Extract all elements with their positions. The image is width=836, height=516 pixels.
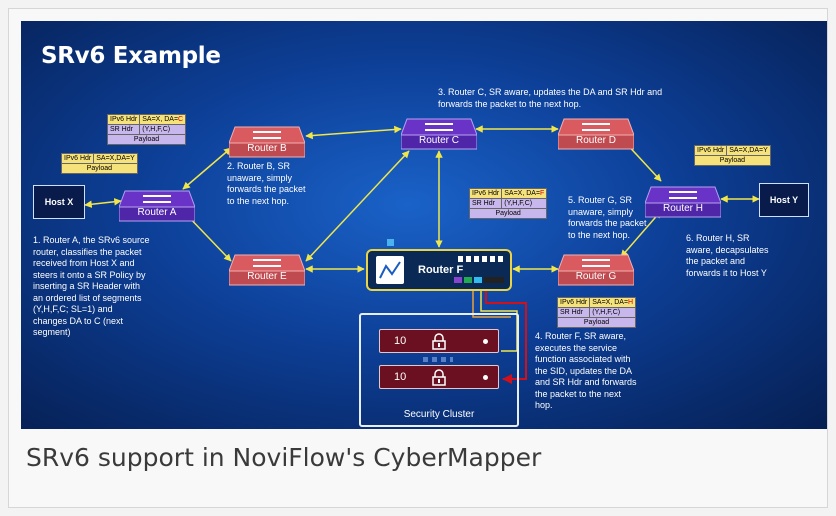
ipv6-label: IPv6 Hdr [693, 145, 728, 156]
router-a-icon [118, 190, 196, 222]
router-f: Router F [366, 249, 512, 291]
packet-header-plain-h: IPv6 Hdr SA=X,DA=Y Payload [693, 145, 771, 166]
router-a-label: Router A [137, 207, 177, 218]
router-g-icon [557, 254, 635, 286]
sr-value: (Y,H,F,C) [589, 307, 637, 318]
sr-label: SR Hdr [468, 198, 503, 209]
router-d-icon [557, 118, 635, 150]
payload: Payload [694, 155, 771, 166]
router-g: Router G [557, 249, 635, 289]
ipv6-label: IPv6 Hdr [106, 114, 141, 125]
security-cluster-label: Security Cluster [403, 409, 475, 420]
packet-header-to-c: IPv6 Hdr SA=X, DA=C SR Hdr (Y,H,F,C) Pay… [106, 114, 187, 145]
packet-header-to-f: IPv6 Hdr SA=X, DA=F SR Hdr (Y,H,F,C) Pay… [468, 188, 548, 219]
figure-caption: SRv6 support in NoviFlow's CyberMapper [26, 443, 542, 472]
router-h: Router H [644, 181, 722, 221]
link-b-c [305, 125, 402, 140]
router-b-icon [228, 126, 306, 158]
host-x: Host X [33, 185, 85, 219]
router-c: Router C [400, 113, 478, 153]
note-step-4: 4. Router F, SR aware,executes the servi… [535, 331, 637, 410]
sr-value: (Y,H,F,C) [139, 124, 187, 135]
ipv6-value: SA=X, DA=C [139, 114, 187, 125]
server-1-led-icon [483, 339, 488, 344]
ipv6-value: SA=X,DA=Y [93, 153, 138, 164]
sr-value: (Y,H,F,C) [501, 198, 548, 209]
payload: Payload [556, 317, 637, 328]
ipv6-label: IPv6 Hdr [556, 297, 591, 308]
sr-label: SR Hdr [556, 307, 591, 318]
ipv6-value: SA=X,DA=Y [726, 145, 771, 156]
payload: Payload [106, 134, 187, 145]
server-2-number: 10 [394, 371, 407, 383]
router-b: Router B [228, 121, 306, 161]
link-x-a [84, 198, 122, 208]
noviflow-logo-icon [376, 256, 404, 284]
router-e: Router E [228, 249, 306, 289]
router-c-label: Router C [418, 135, 459, 146]
server-2-led-icon [483, 375, 488, 380]
packet-header-to-h: IPv6 Hdr SA=X, DA=H SR Hdr (Y,H,F,C) Pay… [556, 297, 637, 328]
slide-title: SRv6 Example [41, 43, 221, 69]
router-h-label: Router H [662, 203, 703, 214]
ipv6-value: SA=X, DA=H [589, 297, 637, 308]
port-leds-bottom [454, 277, 504, 283]
router-b-label: Router B [247, 143, 287, 154]
router-e-label: Router E [247, 271, 287, 282]
lock-icon [432, 333, 446, 350]
host-y: Host Y [759, 183, 809, 217]
security-server-1: 10 [379, 329, 499, 353]
link-f-cluster-1 [472, 289, 511, 318]
security-cluster: 10 10 Security Cluster [359, 313, 519, 427]
port-leds-top [458, 256, 506, 262]
link-a-b [182, 147, 232, 190]
packet-header-plain-a: IPv6 Hdr SA=X,DA=Y Payload [60, 153, 138, 174]
srv6-diagram: SRv6 Example [21, 21, 827, 429]
server-1-number: 10 [394, 335, 407, 347]
link-e-c [305, 150, 410, 262]
ipv6-value: SA=X, DA=F [501, 188, 548, 199]
payload: Payload [468, 208, 548, 219]
security-server-2: 10 [379, 365, 499, 389]
lock-icon [432, 369, 446, 386]
links-layer [84, 125, 760, 384]
router-h-icon [644, 186, 722, 218]
ipv6-label: IPv6 Hdr [468, 188, 503, 199]
status-square-icon [387, 239, 394, 246]
link-g-h [620, 210, 662, 258]
router-f-label: Router F [418, 264, 464, 276]
link-f-cluster-2 [480, 289, 518, 352]
ipv6-label: IPv6 Hdr [60, 153, 95, 164]
payload: Payload [61, 163, 138, 174]
sr-label: SR Hdr [106, 124, 141, 135]
router-g-label: Router G [575, 271, 617, 282]
router-d-label: Router D [575, 135, 616, 146]
router-e-icon [228, 254, 306, 286]
cluster-dots-icon [423, 357, 453, 362]
router-d: Router D [557, 113, 635, 153]
note-step-3: 3. Router C, SR aware, updates the DA an… [438, 87, 663, 109]
router-a: Router A [118, 185, 196, 225]
router-c-icon [400, 118, 478, 150]
